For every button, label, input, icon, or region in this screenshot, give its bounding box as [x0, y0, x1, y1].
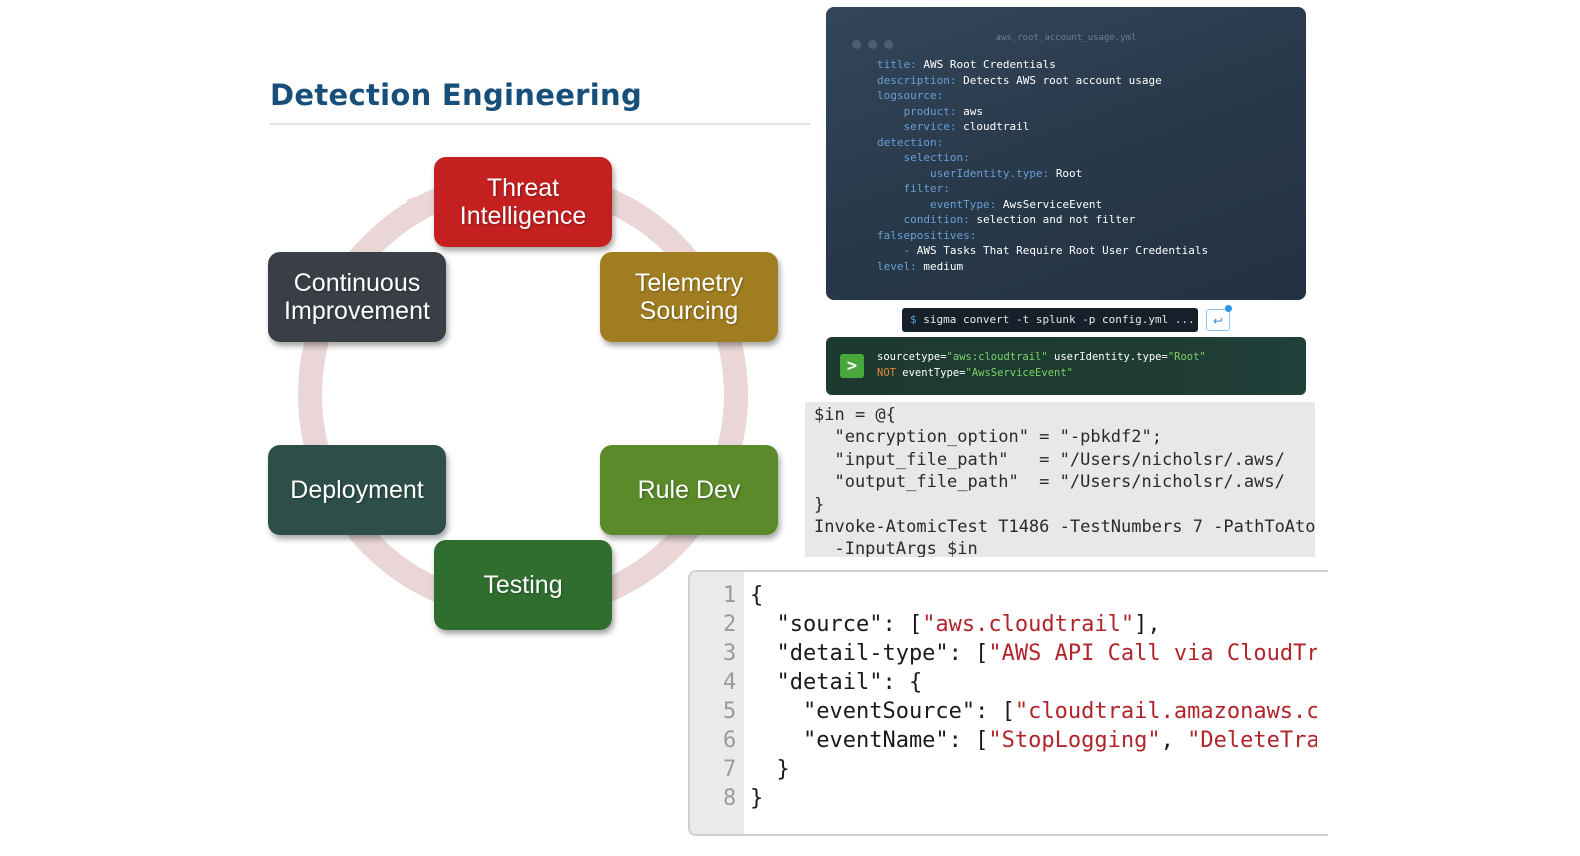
json-token: }: [750, 786, 764, 811]
sigma-filename: aws_root_account_usage.yml: [995, 33, 1137, 43]
json-string: "AWS API Call via CloudTrail": [988, 641, 1317, 666]
copy-command-button[interactable]: ↩: [1206, 309, 1230, 331]
stage-continuous-improvement: Continuous Improvement: [268, 252, 446, 342]
stage-label: Continuous Improvement: [284, 269, 430, 325]
yaml-key: logsource:: [877, 89, 944, 102]
json-string: "cloudtrail.amazonaws.com": [1014, 699, 1317, 724]
splunk-token: NOT: [877, 366, 896, 379]
stage-label: Telemetry Sourcing: [634, 269, 744, 325]
sigma-code: title: AWS Root Credentials description:…: [877, 57, 1208, 274]
yaml-key: condition:: [877, 213, 977, 226]
yaml-value: selection and not filter: [976, 213, 1136, 226]
stage-telemetry-sourcing: Telemetry Sourcing: [600, 252, 778, 342]
json-token: ],: [1134, 612, 1161, 637]
json-token: {: [750, 583, 764, 608]
stage-label: Rule Dev: [637, 476, 741, 504]
splunk-query-line: NOT eventType="AwsServiceEvent": [877, 367, 1073, 379]
yaml-key: description:: [877, 73, 964, 87]
json-string: "StopLogging": [988, 728, 1161, 753]
title-divider: [270, 123, 810, 125]
json-token: }: [750, 757, 790, 782]
stage-label: Deployment: [290, 476, 424, 504]
yaml-key: detection:: [877, 135, 944, 149]
notification-dot-icon: [1225, 305, 1232, 312]
splunk-query-code: sourcetype="aws:cloudtrail" userIdentity…: [877, 350, 1206, 381]
yaml-key: product:: [877, 104, 964, 118]
yaml-value: AWS Tasks That Require Root User Credent…: [916, 244, 1209, 257]
splunk-token: "AwsServiceEvent": [965, 366, 1073, 379]
json-token: "detail": {: [750, 670, 923, 695]
yaml-value: cloudtrail: [963, 120, 1030, 133]
yaml-key: userIdentity.type:: [877, 166, 1056, 180]
stage-label: Threat Intelligence: [459, 174, 587, 230]
page-title: Detection Engineering: [270, 78, 643, 112]
line-numbers: 1 2 3 4 5 6 7 8: [723, 583, 737, 811]
sigma-convert-command: $ sigma convert -t splunk -p config.yml …: [902, 308, 1198, 332]
json-code: { "source": ["aws.cloudtrail"], "detail-…: [750, 581, 1317, 813]
yaml-key: filter:: [877, 182, 950, 195]
stage-label: Testing: [483, 571, 563, 599]
json-token: ,: [1160, 728, 1188, 753]
yaml-key: selection:: [877, 151, 970, 164]
stage-deployment: Deployment: [268, 445, 446, 535]
json-code-viewport: 1 2 3 4 5 6 7 8 { "source": ["aws.cloudt…: [690, 572, 1317, 834]
yaml-value: Detects AWS root account usage: [963, 73, 1162, 87]
yaml-key: -: [877, 244, 917, 257]
yaml-key: falsepositives:: [877, 228, 977, 242]
json-token: "source": [: [750, 612, 923, 637]
yaml-value: aws: [963, 104, 983, 118]
window-dot-icon: [852, 40, 861, 49]
powershell-atomic-test: $in = @{ "encryption_option" = "-pbkdf2"…: [805, 402, 1315, 557]
window-dot-icon: [868, 40, 877, 49]
yaml-value: medium: [923, 259, 964, 273]
json-string: "DeleteTrail": [1187, 728, 1317, 753]
stage-threat-intelligence: Threat Intelligence: [434, 157, 612, 247]
splunk-token: sourcetype=: [877, 351, 947, 363]
splunk-token: "aws:cloudtrail": [946, 351, 1048, 363]
line-number-gutter: [690, 572, 744, 834]
yaml-value: Root: [1055, 166, 1083, 180]
eventbridge-rule-editor: 1 2 3 4 5 6 7 8 { "source": ["aws.cloudt…: [688, 570, 1328, 836]
yaml-key: level:: [877, 259, 924, 273]
cycle-arrow-icon: [406, 192, 430, 218]
command-text: sigma convert -t splunk -p config.yml ..…: [916, 313, 1195, 326]
splunk-token: eventType=: [895, 366, 966, 379]
splunk-query-panel: > sourcetype="aws:cloudtrail" userIdenti…: [826, 337, 1306, 395]
prompt-symbol: $: [910, 313, 917, 326]
splunk-token: userIdentity.type=: [1047, 351, 1168, 363]
json-token: "eventName": [: [750, 728, 989, 753]
yaml-key: eventType:: [877, 197, 1003, 211]
stage-testing: Testing: [434, 540, 612, 630]
json-token: "detail-type": [: [750, 641, 989, 666]
powershell-code: $in = @{ "encryption_option" = "-pbkdf2"…: [814, 405, 1315, 557]
run-query-icon: >: [840, 354, 864, 378]
yaml-value: AWS Root Credentials: [923, 58, 1056, 71]
sigma-rule-editor: aws_root_account_usage.yml title: AWS Ro…: [826, 7, 1306, 300]
yaml-key: title:: [877, 58, 924, 71]
window-dot-icon: [884, 40, 893, 49]
splunk-token: "Root": [1167, 351, 1206, 363]
json-token: "eventSource": [: [750, 699, 1015, 724]
splunk-query-line: sourcetype="aws:cloudtrail" userIdentity…: [877, 351, 1206, 363]
json-string: "aws.cloudtrail": [922, 612, 1135, 637]
yaml-value: AwsServiceEvent: [1002, 197, 1103, 211]
stage-rule-dev: Rule Dev: [600, 445, 778, 535]
yaml-key: service:: [877, 120, 964, 133]
